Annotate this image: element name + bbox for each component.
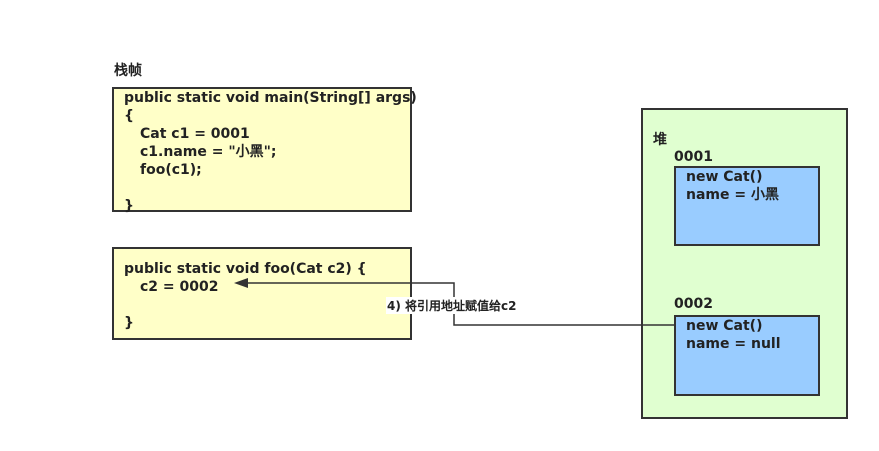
heap-object-0001-line-new: new Cat() — [686, 169, 763, 185]
heap-object-0001-address: 0001 — [674, 149, 713, 165]
main-frame-line-c1-assign: Cat c1 = 0001 — [140, 126, 250, 142]
main-frame-line-signature: public static void main(String[] args) — [124, 90, 417, 106]
main-frame-box: public static void main(String[] args) {… — [112, 87, 417, 214]
reference-arrow-head — [234, 278, 248, 288]
heap-title: 堆 — [653, 132, 667, 148]
foo-frame-box: public static void foo(Cat c2) { c2 = 00… — [112, 247, 412, 340]
heap-object-0002-address: 0002 — [674, 296, 713, 312]
heap-object-0002: new Cat() name = null — [674, 315, 820, 396]
heap-object-0002-line-name: name = null — [686, 336, 781, 352]
heap-object-0001: new Cat() name = 小黑 — [674, 166, 820, 246]
heap-object-0002-line-new: new Cat() — [686, 318, 763, 334]
main-frame-line-name-assign: c1.name = "小黑"; — [140, 144, 277, 160]
stack-frame-title: 栈帧 — [114, 63, 142, 79]
foo-frame-line-c2-assign: c2 = 0002 — [140, 279, 219, 295]
heap-object-0001-line-name: name = 小黑 — [686, 187, 779, 203]
foo-frame-line-signature: public static void foo(Cat c2) { — [124, 261, 367, 277]
foo-frame-line-close-brace: } — [124, 315, 134, 331]
main-frame-line-open-brace: { — [124, 108, 134, 124]
main-frame-line-close-brace: } — [124, 198, 134, 214]
main-frame-line-foo-call: foo(c1); — [140, 162, 202, 178]
reference-arrow-label: 4) 将引用地址赋值给c2 — [386, 297, 518, 314]
